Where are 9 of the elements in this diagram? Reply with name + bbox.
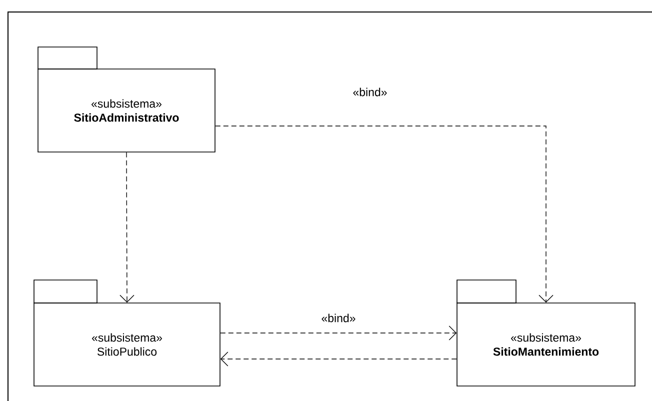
- dependency-arrow: [120, 152, 134, 303]
- edge-label: «bind»: [352, 86, 388, 98]
- dependency-arrow: [215, 126, 554, 303]
- dependency-arrow: [220, 326, 457, 340]
- package-box: «subsistema» SitioMantenimiento: [456, 280, 636, 386]
- edge-label: «bind»: [320, 312, 357, 324]
- package-box: «subsistema» SitioPublico: [34, 280, 220, 386]
- dependency-arrow: [220, 352, 457, 366]
- package-box: «subsistema» SitioAdministrativo: [38, 46, 216, 152]
